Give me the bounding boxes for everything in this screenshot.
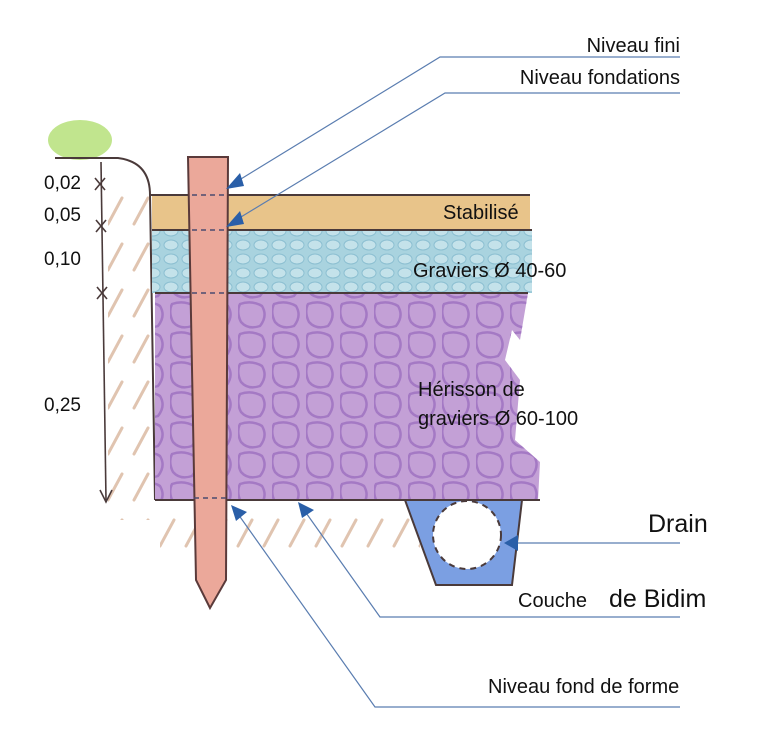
dimension-0-10: 0,10 [44, 249, 81, 270]
label-graviers: Graviers Ø 40-60 [413, 260, 566, 282]
label-niveau-fini: Niveau fini [587, 35, 680, 57]
label-herisson-line2: graviers Ø 60-100 [418, 408, 578, 430]
dimension-0-02: 0,02 [44, 173, 81, 194]
label-niveau-fond-forme: Niveau fond de forme [488, 676, 679, 698]
label-drain: Drain [648, 510, 708, 538]
leader-niveau-fini [226, 56, 680, 189]
label-stabilise: Stabilisé [443, 202, 519, 224]
layer-herisson-texture [155, 293, 540, 500]
leader-drain [504, 535, 680, 551]
leader-niveau-fond-forme [231, 505, 680, 708]
dimension-0-05: 0,05 [44, 205, 81, 226]
label-de-bidim: de Bidim [609, 585, 706, 613]
label-herisson-line1: Hérisson de [418, 379, 525, 401]
ground-hatch [108, 190, 152, 520]
stake-level-marks [192, 194, 226, 499]
dimension-0-25: 0,25 [44, 395, 81, 416]
label-couche: Couche [518, 590, 587, 612]
leader-niveau-fondations [226, 92, 680, 227]
leader-couche-bidim [298, 502, 680, 618]
ground-surface-line [55, 157, 156, 501]
stake [186, 156, 230, 611]
grass [48, 120, 112, 160]
depth-dimension-line [94, 161, 113, 504]
drain-pipe [432, 500, 502, 570]
label-niveau-fondations: Niveau fondations [520, 67, 680, 89]
